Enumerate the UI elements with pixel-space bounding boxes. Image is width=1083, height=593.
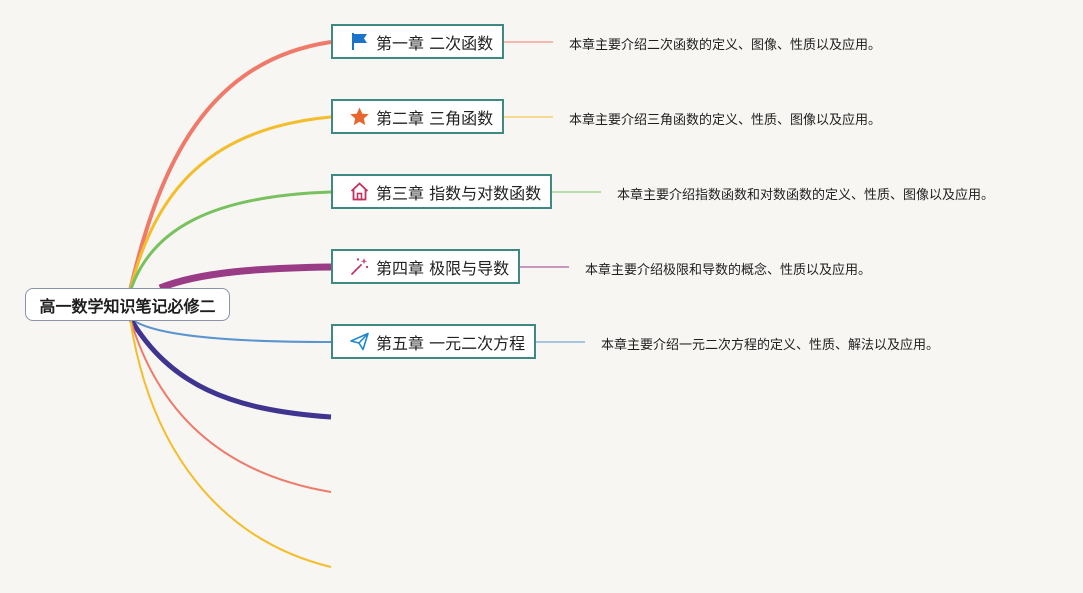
chapter-2-description: 本章主要介绍三角函数的定义、性质、图像以及应用。 <box>569 113 882 128</box>
topic-title: 第四章 极限与导数 <box>376 258 510 278</box>
branch-line-3 <box>128 190 332 293</box>
topic-title: 第五章 一元二次方程 <box>376 333 526 353</box>
magic-wand-icon <box>349 256 370 277</box>
branch-line-5 <box>129 317 332 343</box>
paper-plane-icon <box>349 331 370 352</box>
topic-chapter-4[interactable]: 第四章 极限与导数 <box>331 249 520 284</box>
chapter-5-description: 本章主要介绍一元二次方程的定义、性质、解法以及应用。 <box>601 338 940 353</box>
branch-line-2 <box>128 115 332 292</box>
topic-chapter-1[interactable]: 第一章 二次函数 <box>331 24 504 59</box>
topic-title: 第二章 三角函数 <box>376 108 494 128</box>
topic-title: 第三章 指数与对数函数 <box>376 183 542 203</box>
topic-chapter-5[interactable]: 第五章 一元二次方程 <box>331 324 536 359</box>
empty-branch-line-2 <box>129 317 332 493</box>
star-icon <box>349 106 370 127</box>
empty-branch-line-3 <box>129 317 332 568</box>
topic-chapter-3[interactable]: 第三章 指数与对数函数 <box>331 174 552 209</box>
flag-icon <box>349 31 370 52</box>
empty-branch-line-1 <box>127 316 332 420</box>
branch-line-1 <box>128 40 332 292</box>
root-topic[interactable]: 高一数学知识笔记必修二 <box>25 288 230 321</box>
topic-chapter-2[interactable]: 第二章 三角函数 <box>331 99 504 134</box>
house-icon <box>349 181 370 202</box>
branch-line-4 <box>158 263 332 292</box>
chapter-4-description: 本章主要介绍极限和导数的概念、性质以及应用。 <box>585 263 872 278</box>
chapter-1-description: 本章主要介绍二次函数的定义、图像、性质以及应用。 <box>569 38 882 53</box>
chapter-3-description: 本章主要介绍指数函数和对数函数的定义、性质、图像以及应用。 <box>617 188 995 203</box>
topic-title: 第一章 二次函数 <box>376 33 494 53</box>
